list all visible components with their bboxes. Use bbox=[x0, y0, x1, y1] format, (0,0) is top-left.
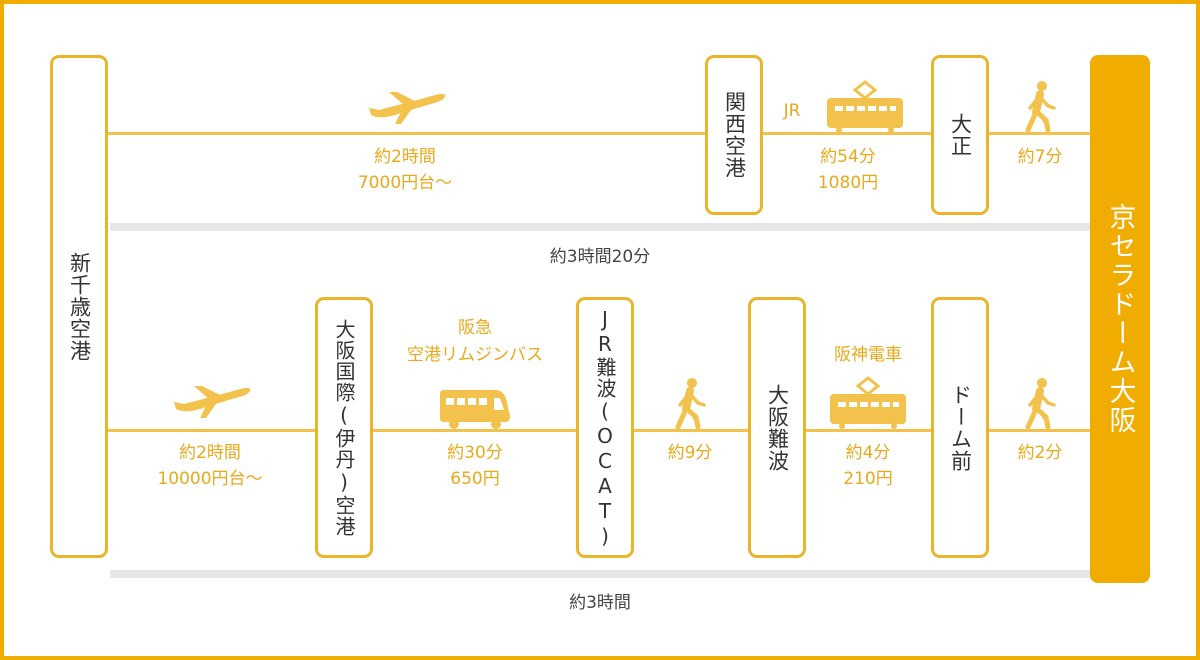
route2-leg2-time: 約30分 bbox=[447, 443, 503, 463]
station-label: 大正 bbox=[948, 113, 973, 157]
route2-leg4-operator: 阪神電車 bbox=[834, 345, 902, 365]
station-label: 関西空港 bbox=[722, 91, 747, 179]
route1-leg1-price: 7000円台〜 bbox=[357, 173, 453, 193]
route2-leg1-time: 約2時間 bbox=[179, 443, 241, 463]
route1-total: 約3時間20分 bbox=[549, 247, 651, 267]
route1-leg2-time: 約54分 bbox=[820, 147, 876, 167]
route2-total: 約3時間 bbox=[569, 593, 631, 613]
route2-leg2-operator-name: 空港リムジンバス bbox=[407, 345, 543, 365]
station-osaka-namba: 大阪難波 bbox=[748, 297, 806, 558]
walk-icon bbox=[1025, 378, 1056, 429]
plane-icon bbox=[369, 92, 446, 124]
station-taisho: 大正 bbox=[931, 55, 989, 215]
bus-icon bbox=[440, 390, 510, 429]
route1-leg2-operator: JR bbox=[783, 101, 801, 121]
route2-leg1-price: 10000円台〜 bbox=[157, 469, 263, 489]
route2-leg5-time: 約2分 bbox=[1017, 443, 1063, 463]
route2-total-bar bbox=[110, 570, 1090, 578]
station-kansai-airport: 関西空港 bbox=[705, 55, 763, 215]
route2-leg2-operator: 阪急 bbox=[458, 318, 492, 338]
station-itami-airport: 大阪国際(伊丹)空港 bbox=[315, 297, 373, 558]
route2-leg4-price: 210円 bbox=[843, 469, 893, 489]
walk-icon bbox=[675, 378, 706, 429]
train-icon bbox=[827, 80, 903, 133]
walk-icon bbox=[1025, 81, 1056, 132]
route1-line bbox=[108, 132, 1090, 135]
route1-leg2-price: 1080円 bbox=[817, 173, 879, 193]
station-label: JR難波(OCAT) bbox=[593, 306, 617, 549]
train-icon bbox=[830, 376, 906, 429]
route2-leg3-time: 約9分 bbox=[667, 443, 713, 463]
plane-icon bbox=[174, 386, 251, 418]
route2-leg4-time: 約4分 bbox=[845, 443, 891, 463]
route1-total-bar bbox=[110, 223, 1090, 231]
station-label: 大阪難波 bbox=[765, 383, 790, 472]
route1-leg1-time: 約2時間 bbox=[374, 147, 436, 167]
station-label: 大阪国際(伊丹)空港 bbox=[332, 318, 356, 537]
station-jr-namba: JR難波(OCAT) bbox=[576, 297, 634, 558]
destination-label: 京セラドーム大阪 bbox=[1104, 203, 1136, 435]
station-label: ドーム前 bbox=[948, 383, 973, 472]
station-dome-mae: ドーム前 bbox=[931, 297, 989, 558]
route1-leg3-time: 約7分 bbox=[1017, 147, 1063, 167]
destination-kyocera-dome: 京セラドーム大阪 bbox=[1090, 55, 1150, 583]
station-origin: 新千歳空港 bbox=[50, 55, 108, 558]
station-label: 新千歳空港 bbox=[67, 251, 92, 362]
route2-leg2-price: 650円 bbox=[450, 469, 500, 489]
